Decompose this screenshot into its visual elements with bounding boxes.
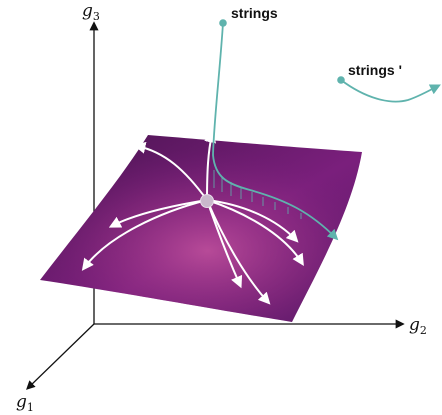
g2-label: g2: [409, 315, 427, 337]
flow-lines: [81, 130, 304, 305]
string-path: [212, 19, 339, 241]
flow-line-up-right: [204, 130, 217, 201]
string-prime-curve: [340, 79, 441, 103]
flow-line-lower-right: [206, 199, 304, 267]
flow-line-up-left: [133, 141, 208, 201]
strings-label: strings: [231, 5, 278, 21]
strings-prime-label: strings ': [348, 62, 402, 78]
string-curve: [212, 22, 339, 241]
center-node: [200, 194, 214, 208]
g1-label: g1: [16, 392, 34, 414]
flow-line-left: [108, 199, 208, 228]
string-origin-dot: [219, 19, 227, 27]
g1-axis: [26, 323, 95, 390]
string-prime-path: [337, 76, 441, 103]
flow-line-lower-left: [81, 199, 208, 271]
flow-line-right: [206, 199, 299, 243]
string-ticks: [213, 170, 302, 219]
string-prime-dot: [337, 76, 345, 84]
parameter-surface: [40, 135, 362, 322]
surface-highlight: [40, 135, 362, 322]
g3-label: g3: [82, 1, 100, 23]
flow-line-down-right: [206, 199, 271, 305]
